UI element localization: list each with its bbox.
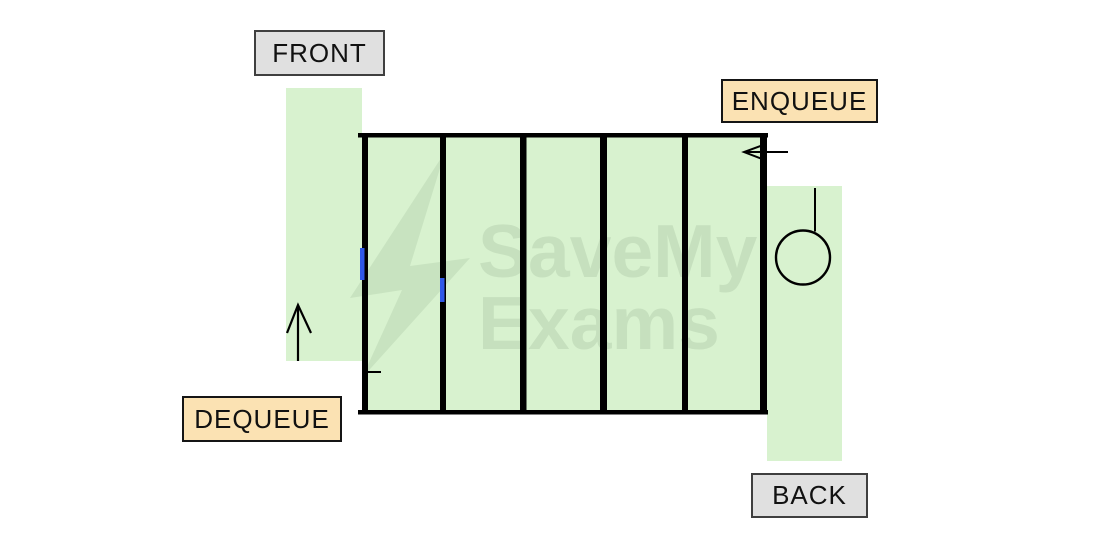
queue-cell [526, 137, 600, 411]
watermark: SaveMy Exams [350, 152, 758, 378]
back-label-text: BACK [772, 480, 847, 510]
enqueue-arrow-icon [741, 143, 788, 162]
cell-border [520, 133, 527, 415]
watermark-line2: Exams [478, 281, 720, 365]
queue-cell [607, 137, 682, 411]
back-pointer-pin-icon [774, 188, 832, 286]
watermark-bolt-icon [350, 152, 470, 378]
cell-border [600, 133, 607, 415]
cell-border [682, 133, 688, 415]
front-label-text: FRONT [272, 37, 367, 68]
cell-border [362, 133, 368, 415]
enqueue-label-text: ENQUEUE [731, 85, 868, 116]
cell-border [440, 133, 446, 415]
cell-border [760, 133, 767, 415]
queue-top-border [358, 133, 768, 138]
blue-marker [440, 278, 445, 302]
queue-cell [446, 137, 520, 411]
back-cell [767, 186, 842, 461]
front-label: FRONT [254, 30, 385, 76]
back-label: BACK [751, 473, 868, 518]
queue-bottom-border [358, 410, 768, 415]
queue-cell [368, 137, 440, 411]
dequeue-arrow-icon [285, 302, 312, 361]
dequeue-label-text: DEQUEUE [194, 403, 330, 434]
blue-marker [360, 248, 365, 280]
queue-cell [688, 137, 760, 411]
dequeue-label: DEQUEUE [182, 396, 342, 442]
enqueue-label: ENQUEUE [721, 79, 878, 123]
